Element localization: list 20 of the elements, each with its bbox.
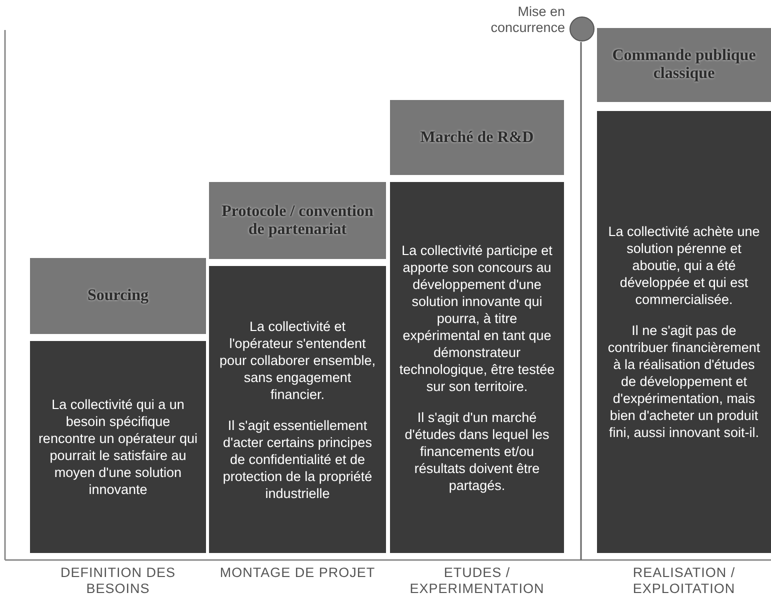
milestone-label: Mise en concurrence <box>490 4 565 36</box>
stage-header: Commande publique classique <box>597 28 771 102</box>
description-text: La collectivité qui a un besoin spécifique rencontre un opérateur qui pourrait le satisfaire au moyen d'une solution innovante <box>37 396 199 498</box>
phase-label: REALISATION / EXPLOITATION <box>632 565 736 597</box>
description-panel <box>30 341 206 553</box>
phase-label: ETUDES / EXPERIMENTATION <box>408 565 546 597</box>
description-text: Il ne s'agit pas de contribuer financièrement à la réalisation d'études de développement et d'expérimentation, mais bien d'acheter un produit fini, aussi innovant soit-il. <box>606 322 762 441</box>
description-text: La collectivité et l'opérateur s'entendent pour collaborer ensemble, sans engagement financier. <box>218 318 377 402</box>
description-text: Il s'agit d'un marché d'études dans lequel les financements et/ou résultats doivent être partagés. <box>404 408 550 494</box>
phase-label: MONTAGE DE PROJET <box>218 565 376 581</box>
stage-header: Sourcing <box>30 258 206 334</box>
description-text: La collectivité participe et apporte son concours au développement d'une solution innovante qui pourra, à titre expérimental en tant que démonstrateur technologique, être testée sur son territoire. <box>398 242 556 394</box>
description-text: La collectivité achète une solution pérenne et aboutie, qui a été développée et qui est commercialisée. <box>607 223 761 308</box>
stage-header: Marché de R&D <box>390 100 564 175</box>
description-text: Il s'agit essentiellement d'acter certains principes de confidentialité et de protection de la propriété industrielle <box>222 416 374 502</box>
stage-header: Protocole / convention de partenariat <box>209 182 386 259</box>
phase-label: DEFINITION DES BESOINS <box>59 565 176 597</box>
description-panel <box>390 182 564 553</box>
description-panel <box>209 266 386 553</box>
description-panel <box>597 111 771 553</box>
